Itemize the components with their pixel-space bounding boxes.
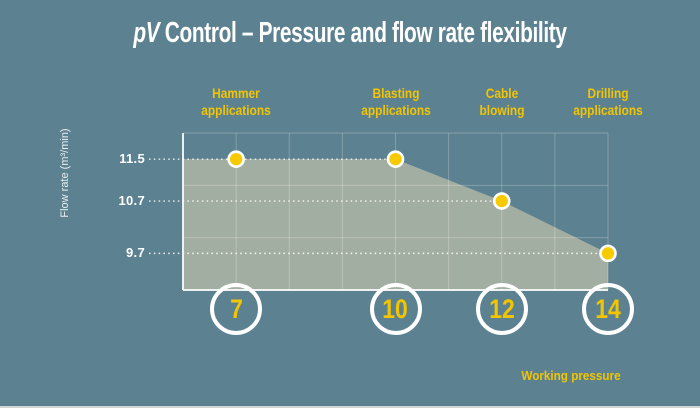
pressure-circle-value: 14 — [595, 293, 621, 324]
application-label: Blasting applications — [360, 85, 431, 119]
data-point — [492, 192, 511, 210]
data-point — [599, 244, 617, 263]
x-axis-title: Working pressure — [521, 368, 621, 383]
pressure-circle-value: 10 — [382, 293, 409, 324]
pressure-circle: 14 — [582, 283, 634, 335]
pressure-circle: 12 — [475, 283, 528, 335]
data-point — [227, 150, 245, 168]
application-label: Drilling applications — [573, 85, 643, 119]
y-tick-label: 10.7 — [118, 193, 145, 209]
y-tick-label: 11.5 — [119, 151, 145, 167]
page-title: pV Control – Pressure and flow rate flex… — [98, 17, 602, 50]
pressure-circle: 10 — [369, 283, 422, 335]
y-axis-title: Flow rate (m³/min) — [59, 128, 71, 218]
area-fill — [183, 159, 608, 290]
bottom-edge-divider — [0, 406, 700, 408]
pressure-circle: 7 — [210, 283, 263, 335]
application-label: Hammer applications — [201, 85, 271, 119]
data-point — [386, 150, 405, 168]
page-title-rest: Control – Pressure and flow rate flexibi… — [159, 17, 567, 49]
page-title-italic-pv: pV — [133, 17, 160, 49]
pressure-circle-value: 12 — [488, 293, 515, 324]
pressure-circle-value: 7 — [229, 293, 243, 324]
y-tick-label: 9.7 — [126, 245, 145, 261]
application-label: Cable blowing — [479, 85, 525, 119]
